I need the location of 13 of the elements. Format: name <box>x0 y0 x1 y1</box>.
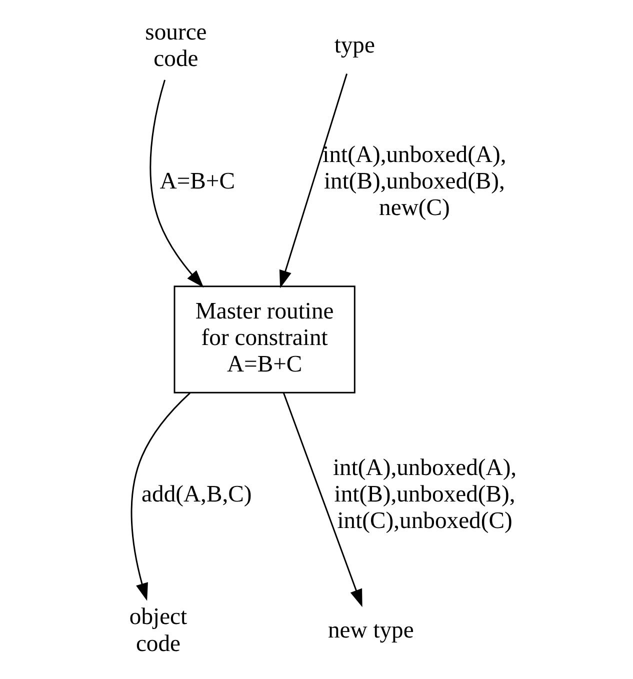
arrow <box>282 392 362 608</box>
node-box: Master routine for constraint A=B+C <box>173 286 355 394</box>
node-text: new type <box>327 618 414 644</box>
node-text: type <box>334 32 374 59</box>
node-text: source code <box>144 19 206 72</box>
node-text: object code <box>128 604 187 657</box>
edge-label: int(A),unboxed(A), int(B),unboxed(B), new(C) <box>322 142 506 222</box>
edge-label: int(A),unboxed(A), int(B),unboxed(B), int(C),unboxed(C) <box>332 455 516 534</box>
arrow <box>149 80 204 288</box>
edge-label: A=B+C <box>159 168 234 195</box>
arrow <box>278 74 348 288</box>
arrow <box>130 392 190 601</box>
edge-label: add(A,B,C) <box>141 482 252 508</box>
